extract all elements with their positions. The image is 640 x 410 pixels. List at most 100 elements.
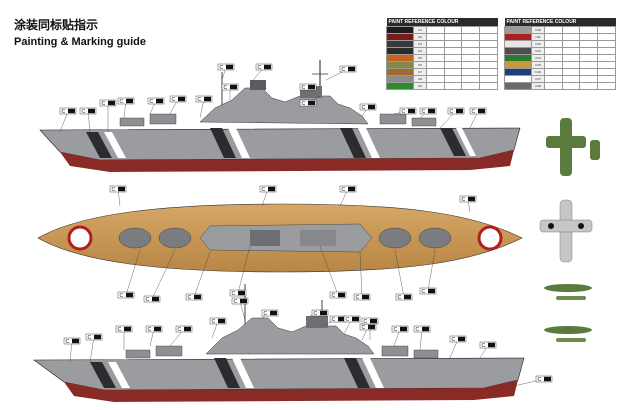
callout-label: C — [234, 299, 238, 305]
callout-label: C — [178, 327, 182, 333]
callout-number-tab — [218, 318, 225, 324]
callout-label: C — [364, 319, 368, 325]
callout-label: C — [402, 109, 406, 115]
hull-waterline-lower — [64, 380, 518, 402]
deck-turret-b — [158, 227, 192, 249]
callout-label: C — [264, 311, 268, 317]
callout-number-tab — [152, 296, 159, 302]
callout-number-tab — [422, 326, 429, 332]
deck-turret-d — [418, 227, 452, 249]
callout-number-tab — [94, 334, 101, 340]
callout-label: C — [416, 327, 420, 333]
callout-number-tab — [68, 108, 75, 114]
camo-stripe — [108, 362, 130, 388]
callout-number-tab — [320, 310, 327, 316]
callout-label: C — [538, 377, 542, 383]
callout-label: C — [220, 65, 224, 71]
camo-stripe — [340, 128, 366, 158]
callout-label: C — [102, 101, 106, 107]
camo-stripe — [210, 128, 236, 158]
turret-b — [149, 113, 177, 125]
callout-leader-line — [427, 249, 436, 292]
camo-stripe — [228, 128, 250, 158]
callout-label: C — [224, 85, 228, 91]
aircraft-cross-marking — [578, 223, 584, 229]
aircraft-wing — [539, 219, 593, 233]
callout-number-tab — [226, 64, 233, 70]
callout-number-tab — [308, 100, 315, 106]
callout-number-tab — [238, 290, 245, 296]
callout-number-tab — [456, 108, 463, 114]
callout-number-tab — [178, 96, 185, 102]
callout-number-tab — [230, 84, 237, 90]
hull-waterline — [60, 150, 514, 172]
callout-label: C — [258, 65, 262, 71]
paint-table-row: C4 — [386, 47, 498, 55]
callout-number-tab — [362, 294, 369, 300]
callout-number-tab — [264, 64, 271, 70]
turret-b-lower — [155, 345, 183, 357]
callout-leader-line — [59, 110, 69, 133]
aircraft-side-view-1 — [544, 284, 592, 300]
callout-label: C — [482, 343, 486, 349]
callout-number-tab — [370, 318, 377, 324]
callout-number-tab — [156, 98, 163, 104]
callout-label: C — [422, 289, 426, 295]
callout-leader-line — [237, 245, 251, 294]
callout-label: C — [342, 187, 346, 193]
callout-label: C — [148, 327, 152, 333]
paint-table-header: PAINT REFERENCE COLOUR — [386, 18, 498, 27]
callout-label: C — [262, 187, 266, 193]
turret-c — [379, 113, 407, 125]
callout-label: C — [112, 187, 116, 193]
deck-turret-c — [378, 227, 412, 249]
callout-number-tab — [488, 342, 495, 348]
camo-stripe — [232, 358, 254, 388]
callout-label: C — [356, 295, 360, 301]
callout-label: C — [472, 109, 476, 115]
callout-label: C — [362, 325, 366, 331]
deck-funnel — [250, 230, 280, 246]
callout-label: C — [362, 105, 366, 111]
paint-table-row: C18 — [504, 82, 616, 90]
callout-number-tab — [154, 326, 161, 332]
callout-number-tab — [400, 326, 407, 332]
deck-superstructure — [199, 223, 373, 253]
callout-number-tab — [126, 292, 133, 298]
bottom-side-view — [33, 284, 525, 402]
camo-stripe — [104, 132, 126, 158]
turret-d-lower — [413, 349, 439, 359]
callout-number-tab — [270, 310, 277, 316]
callout-leader-line — [394, 249, 405, 298]
aircraft-wing — [546, 136, 586, 148]
superstructure-lower — [205, 317, 375, 355]
top-side-view — [39, 60, 521, 172]
callout-number-tab — [544, 376, 551, 382]
callout-label: C — [198, 97, 202, 103]
page-title-english: Painting & Marking guide — [14, 36, 147, 48]
callout-leader-line — [89, 336, 95, 363]
callout-number-tab — [478, 108, 485, 114]
callout-number-tab — [428, 108, 435, 114]
callout-number-tab — [308, 84, 315, 90]
callout-label: C — [66, 339, 70, 345]
paint-table-row: C3 — [386, 40, 498, 48]
aircraft-fuselage-side — [544, 326, 592, 334]
aircraft-float-side — [556, 296, 586, 300]
camo-stripe — [358, 128, 380, 158]
aircraft-top-view-green — [546, 118, 600, 176]
callout-label: C — [342, 67, 346, 73]
camo-stripe — [90, 362, 116, 388]
callout-number-tab — [348, 186, 355, 192]
camo-stripe — [86, 132, 112, 158]
camo-stripe — [362, 358, 384, 388]
callout-number-tab — [240, 298, 247, 304]
stern-recognition-circle — [477, 225, 503, 251]
bridge-block — [250, 80, 266, 90]
callout-number-tab — [352, 316, 359, 322]
callout-label: C — [120, 99, 124, 105]
